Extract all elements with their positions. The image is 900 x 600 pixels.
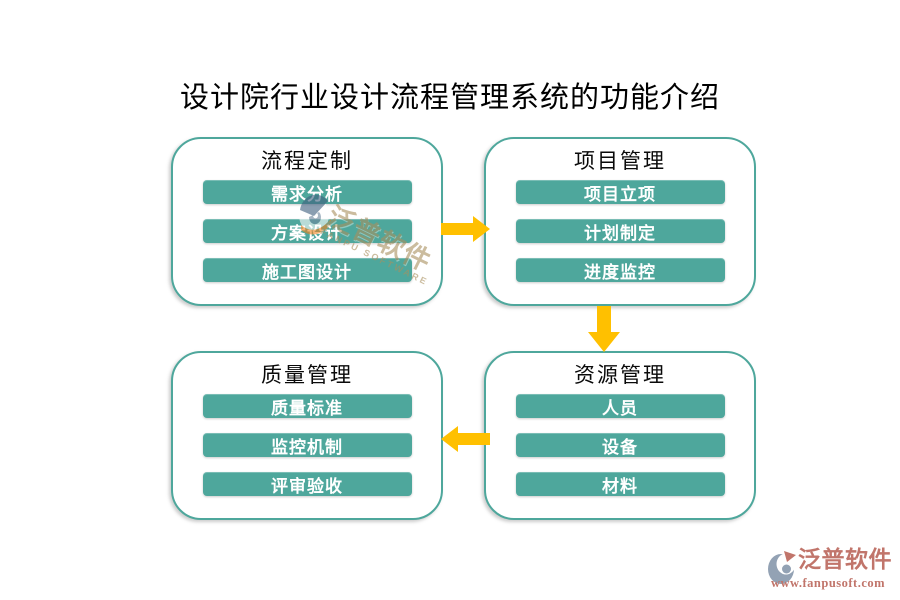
footer-url: www.fanpusoft.com: [771, 576, 886, 590]
footer-logo-icon: [768, 551, 796, 584]
box-process-customization: 流程定制 需求分析 方案设计 施工图设计: [171, 137, 443, 306]
pill-list: 需求分析 方案设计 施工图设计: [173, 180, 441, 282]
pill-item: 人员: [515, 394, 725, 418]
pill-item: 质量标准: [202, 394, 412, 418]
pill-list: 人员 设备 材料: [486, 394, 754, 496]
arrow-down-icon: [588, 306, 620, 352]
pill-list: 项目立项 计划制定 进度监控: [486, 180, 754, 282]
pill-item: 施工图设计: [202, 258, 412, 282]
page-title: 设计院行业设计流程管理系统的功能介绍: [179, 82, 720, 114]
box-title: 流程定制: [261, 149, 353, 173]
pill-list: 质量标准 监控机制 评审验收: [173, 394, 441, 496]
pill-item: 项目立项: [515, 180, 725, 204]
pill-item: 设备: [515, 433, 725, 457]
pill-item: 方案设计: [202, 219, 412, 243]
box-title: 质量管理: [261, 363, 353, 387]
box-title: 项目管理: [574, 149, 666, 173]
pill-item: 进度监控: [515, 258, 725, 282]
pill-item: 监控机制: [202, 433, 412, 457]
box-title: 资源管理: [574, 363, 666, 387]
footer-brand: 泛普软件: [798, 547, 892, 572]
pill-item: 需求分析: [202, 180, 412, 204]
pill-item: 计划制定: [515, 219, 725, 243]
box-project-management: 项目管理 项目立项 计划制定 进度监控: [484, 137, 756, 306]
arrow-right-icon: [441, 216, 490, 242]
pill-item: 评审验收: [202, 472, 412, 496]
footer-logo: 泛普软件 www.fanpusoft.com: [766, 547, 896, 594]
arrow-left-icon: [441, 426, 490, 452]
pill-item: 材料: [515, 472, 725, 496]
box-resource-management: 资源管理 人员 设备 材料: [484, 351, 756, 520]
box-quality-management: 质量管理 质量标准 监控机制 评审验收: [171, 351, 443, 520]
